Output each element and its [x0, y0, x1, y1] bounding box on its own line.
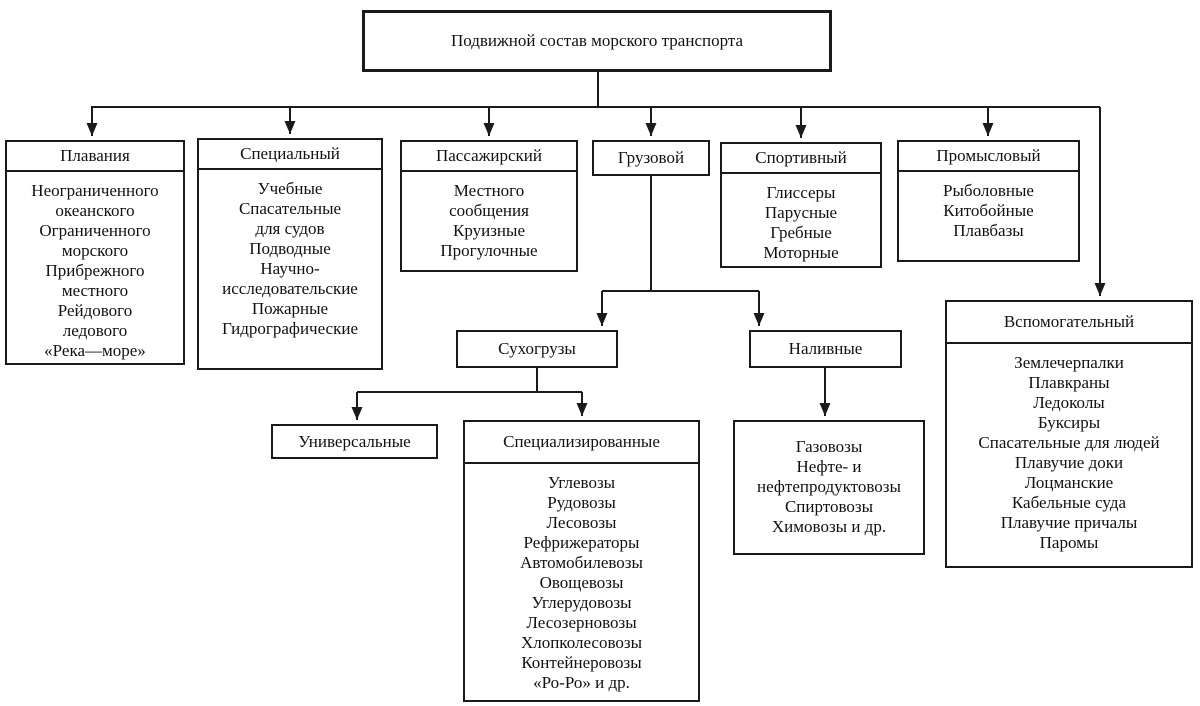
node-vspomogatelny-title: Вспомогательный	[947, 302, 1191, 344]
node-root: Подвижной состав морского транспорта	[362, 10, 832, 72]
node-universalnye-title: Универсальные	[298, 431, 411, 451]
node-item-line: Ограниченного	[39, 221, 151, 240]
node-root-label: Подвижной состав морского транспорта	[450, 31, 744, 50]
node-item-line: Спиртовозы	[784, 497, 874, 516]
node-item-line: Буксиры	[1037, 413, 1101, 432]
node-item-line: Газовозы	[795, 437, 863, 456]
node-item-line: Лесовозы	[546, 513, 617, 532]
node-promyslovy-title: Промысловый	[899, 142, 1078, 172]
node-specialny-title: Специальный	[199, 140, 381, 170]
node-item-line: Прогулочные	[440, 241, 538, 260]
node-spetsializirovannye-title: Специализированные	[465, 422, 698, 464]
node-item-line: Учебные	[257, 179, 323, 198]
node-item-line: Глиссеры	[766, 183, 836, 202]
node-item-line: «Река—море»	[44, 341, 146, 360]
node-item-line: Плавучие причалы	[1000, 513, 1138, 532]
node-item-line: Китобойные	[943, 201, 1034, 220]
node-plavaniya-title: Плавания	[7, 142, 183, 172]
node-item-line: Гребные	[770, 223, 832, 242]
node-item-line: морского	[61, 241, 129, 260]
node-item-line: для судов	[255, 219, 325, 238]
node-item-line: Рейдового	[57, 301, 133, 320]
node-sportivny-title: Спортивный	[722, 144, 880, 174]
node-item-line: Плавучие доки	[1014, 453, 1124, 472]
node-item-line: Плавбазы	[953, 221, 1024, 240]
node-item-line: океанского	[55, 201, 135, 220]
node-item-line: Лоцманские	[1024, 473, 1114, 492]
node-item-line: Подводные	[249, 239, 331, 258]
node-item-line: Землечерпалки	[1014, 353, 1124, 372]
node-item-line: ледового	[62, 321, 128, 340]
node-item-line: Неограниченного	[31, 181, 159, 200]
node-item-line: Парусные	[764, 203, 838, 222]
node-item-line: Рудовозы	[547, 493, 616, 512]
node-gruzovoy-title: Грузовой	[617, 148, 685, 167]
node-item-line: Автомобилевозы	[520, 553, 643, 572]
node-sukhogruzy-title: Сухогрузы	[498, 339, 576, 358]
node-passazhirsky-title: Пассажирский	[402, 142, 576, 172]
node-item-line: Местного	[453, 181, 525, 200]
node-item-line: Пожарные	[251, 299, 329, 318]
node-sukhogruzy: Сухогрузы	[456, 330, 618, 368]
node-nalivnye: Наливные	[749, 330, 902, 368]
node-nalivnye-title: Наливные	[788, 339, 863, 358]
node-item-line: Лесозерновозы	[526, 613, 637, 632]
node-item-line: Рыболовные	[943, 181, 1034, 200]
node-item-line: Прибрежного	[45, 261, 145, 280]
node-item-line: Рефрижераторы	[523, 533, 640, 552]
node-item-line: «Ро-Ро» и др.	[533, 673, 630, 692]
node-item-line: Овощевозы	[539, 573, 624, 592]
node-universalnye: Универсальные	[271, 424, 438, 459]
node-item-line: Нефте- и	[796, 457, 862, 476]
node-item-line: Плавкраны	[1028, 373, 1110, 392]
node-item-line: исследовательские	[222, 279, 358, 298]
node-item-line: Спасательные	[238, 199, 342, 218]
node-item-line: Моторные	[763, 243, 839, 262]
node-item-line: сообщения	[449, 201, 529, 220]
node-item-line: Спасательные для людей	[978, 433, 1160, 452]
node-item-line: Контейнеровозы	[521, 653, 642, 672]
node-item-line: Ледоколы	[1033, 393, 1105, 412]
node-item-line: Гидрографические	[221, 319, 359, 338]
node-item-line: нефтепродуктовозы	[757, 477, 901, 496]
node-item-line: Химовозы и др.	[771, 517, 887, 536]
node-item-line: Хлопколесовозы	[520, 633, 643, 652]
node-item-line: Паромы	[1039, 533, 1099, 552]
node-gruzovoy: Грузовой	[592, 140, 710, 176]
node-item-line: Круизные	[453, 221, 525, 240]
node-item-line: Углевозы	[547, 473, 616, 492]
node-item-line: Научно-	[260, 259, 320, 278]
node-item-line: Кабельные суда	[1011, 493, 1127, 512]
node-item-line: Углерудовозы	[531, 593, 632, 612]
node-item-line: местного	[61, 281, 129, 300]
